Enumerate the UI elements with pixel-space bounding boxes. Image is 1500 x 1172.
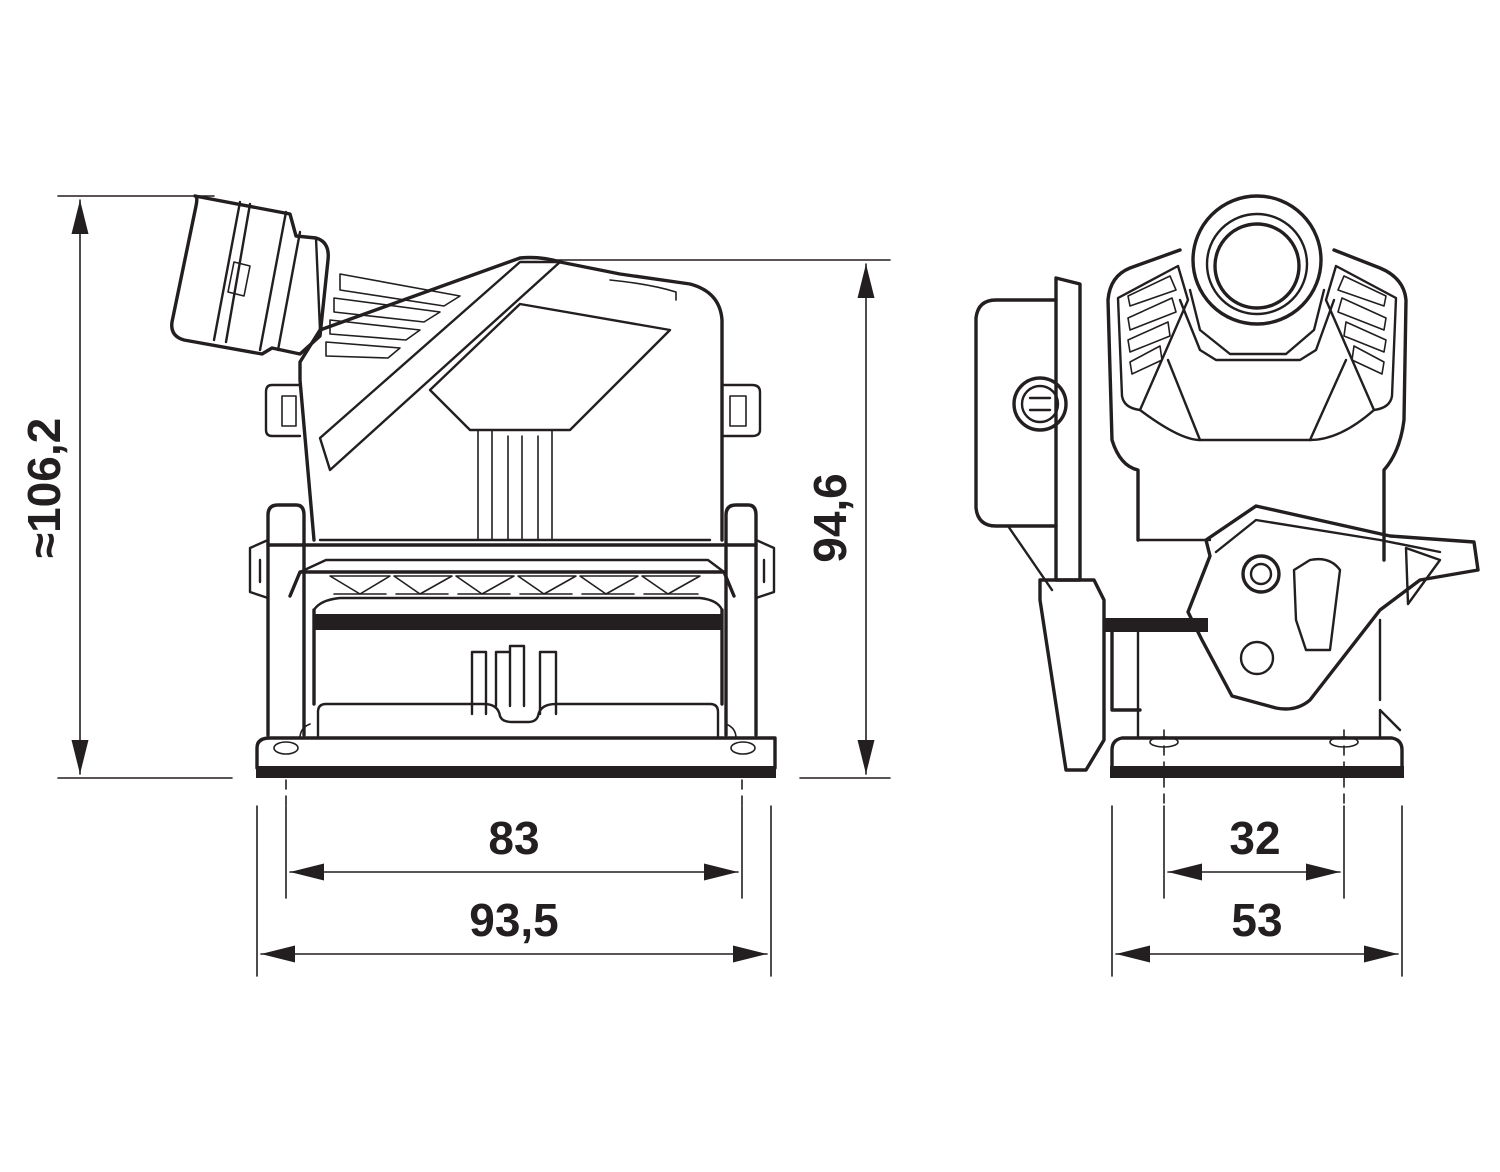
front-view bbox=[170, 194, 777, 778]
base-width-side-label: 53 bbox=[1231, 894, 1282, 946]
hole-spacing-front-label: 83 bbox=[488, 812, 539, 864]
body-height-label: 94,6 bbox=[804, 473, 856, 563]
dimension-lines bbox=[57, 195, 1403, 977]
base-width-front-label: 93,5 bbox=[469, 894, 559, 946]
side-view bbox=[974, 194, 1480, 778]
overall-height-label: ≈106,2 bbox=[18, 418, 70, 558]
hole-spacing-side-label: 32 bbox=[1229, 812, 1280, 864]
